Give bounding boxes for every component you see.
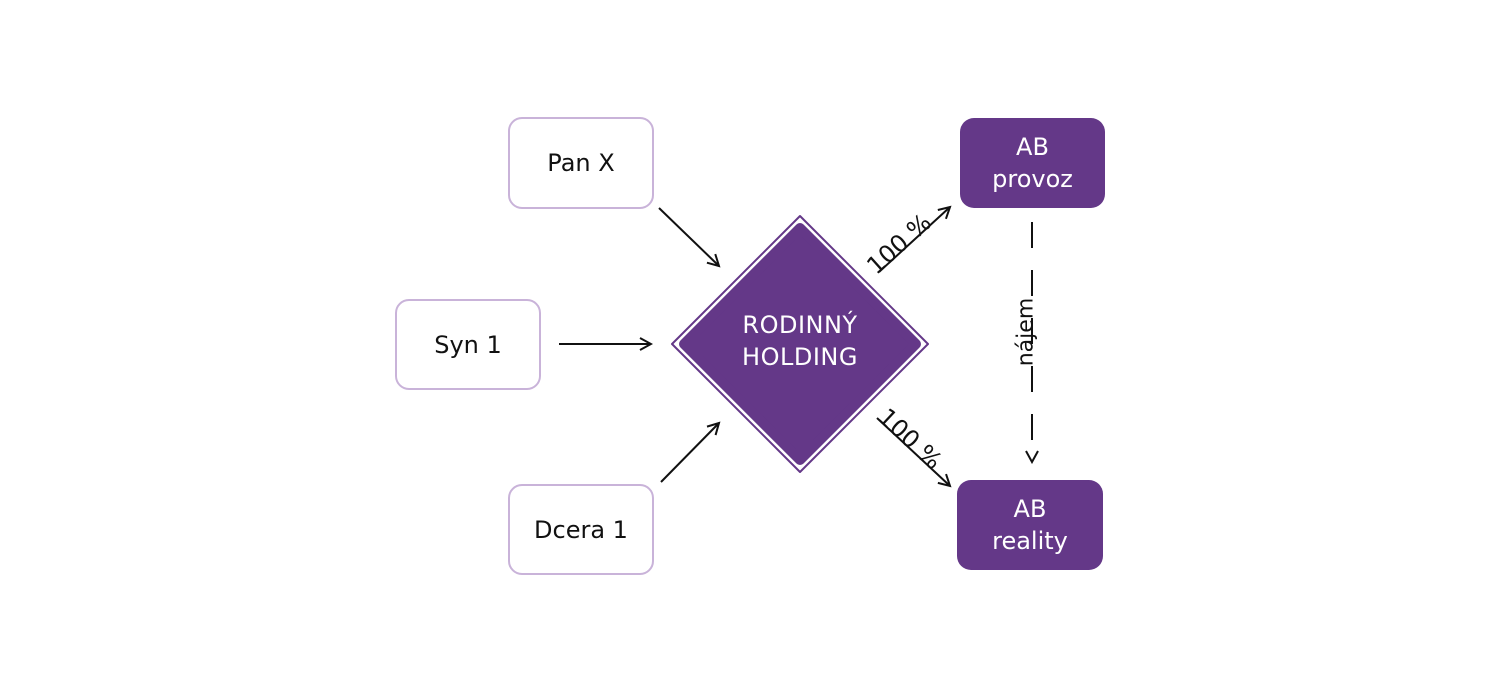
holding-label-line-2: HOLDING bbox=[742, 343, 858, 371]
lease-label: nájem bbox=[1013, 297, 1039, 367]
owner-dcera-1: Dcera 1 bbox=[508, 484, 654, 575]
subsidiary-ab-reality: AB reality bbox=[957, 480, 1103, 570]
holding-label-line-1: RODINNÝ bbox=[742, 311, 858, 339]
arrow-holding-to-ab-provoz bbox=[878, 207, 950, 273]
arrow-dcera-1-to-holding bbox=[660, 423, 719, 483]
owner-syn-1: Syn 1 bbox=[395, 299, 541, 390]
arrow-pan-x-to-holding bbox=[658, 207, 719, 266]
owner-pan-x: Pan X bbox=[508, 117, 654, 209]
holding-diamond bbox=[679, 223, 921, 465]
subsidiary-ab-provoz: AB provoz bbox=[960, 118, 1105, 208]
arrow-holding-to-ab-reality bbox=[876, 417, 950, 486]
holding-label: RODINNÝ HOLDING bbox=[700, 309, 900, 373]
